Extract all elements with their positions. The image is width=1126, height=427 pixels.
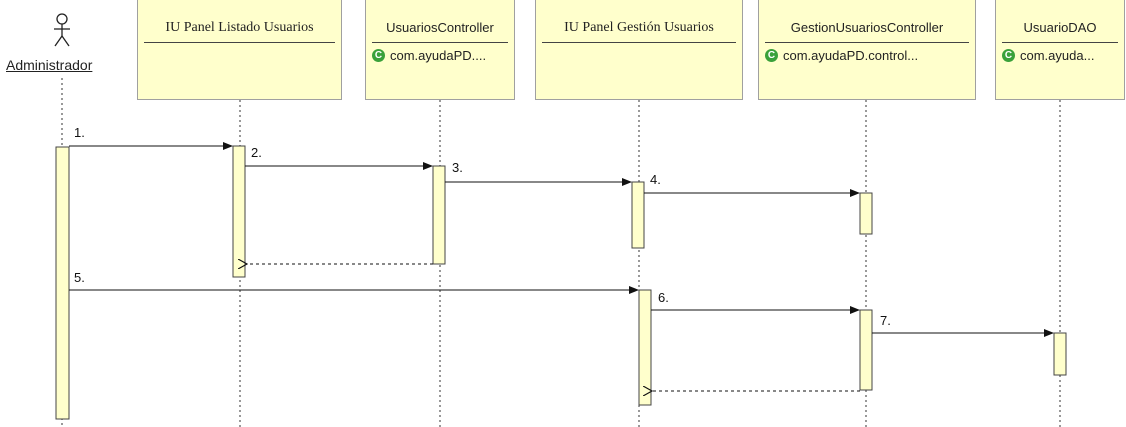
actor-label: Administrador bbox=[5, 57, 94, 73]
class-icon: C bbox=[765, 49, 778, 62]
lifeline-title: IU Panel Listado Usuarios bbox=[165, 20, 314, 35]
head-divider bbox=[542, 42, 736, 43]
activation-bar-usuario-dao bbox=[1053, 332, 1067, 376]
lifeline-head-usuario-dao[interactable]: UsuarioDAO C com.ayuda... bbox=[995, 0, 1125, 100]
activation-bar-iu-panel-gestion-1 bbox=[631, 181, 645, 249]
activation-bar-usuarios-controller bbox=[432, 165, 446, 265]
lifeline-head-usuarios-controller[interactable]: UsuariosController C com.ayudaPD.... bbox=[365, 0, 515, 100]
lifeline-package-label: com.ayuda... bbox=[1020, 48, 1095, 63]
message-label-1: 1. bbox=[74, 125, 85, 140]
actor-icon bbox=[54, 13, 70, 47]
lifeline-head-iu-panel-gestion[interactable]: IU Panel Gestión Usuarios bbox=[535, 0, 743, 100]
activation-bar-iu-panel-gestion-2 bbox=[638, 289, 652, 406]
message-label-7: 7. bbox=[880, 313, 891, 328]
lifeline-package-label: com.ayudaPD.... bbox=[390, 48, 487, 63]
lifeline-package: C com.ayudaPD.... bbox=[372, 48, 510, 63]
class-icon: C bbox=[372, 49, 385, 62]
message-label-6: 6. bbox=[658, 290, 669, 305]
activation-bar-gestion-controller-2 bbox=[859, 309, 873, 391]
lifeline-package: C com.ayuda... bbox=[1002, 48, 1120, 63]
message-label-3: 3. bbox=[452, 160, 463, 175]
head-divider bbox=[1002, 42, 1118, 43]
lifeline-title: GestionUsuariosController bbox=[790, 20, 944, 35]
lifeline-package: C com.ayudaPD.control... bbox=[765, 48, 971, 63]
head-divider bbox=[372, 42, 508, 43]
activation-bar-gestion-controller-1 bbox=[859, 192, 873, 235]
lifeline-title: IU Panel Gestión Usuarios bbox=[564, 20, 714, 35]
lifeline-head-gestion-usuarios-controller[interactable]: GestionUsuariosController C com.ayudaPD.… bbox=[758, 0, 976, 100]
activation-bar-iu-panel-listado bbox=[232, 145, 246, 278]
head-divider bbox=[765, 42, 969, 43]
message-label-4: 4. bbox=[650, 172, 661, 187]
message-label-5: 5. bbox=[74, 270, 85, 285]
activation-bar-administrador bbox=[55, 146, 70, 420]
lifeline-head-iu-panel-listado[interactable]: IU Panel Listado Usuarios bbox=[137, 0, 342, 100]
class-icon: C bbox=[1002, 49, 1015, 62]
message-label-2: 2. bbox=[251, 145, 262, 160]
head-divider bbox=[144, 42, 335, 43]
lifeline-title: UsuariosController bbox=[386, 20, 494, 35]
lifeline-package-label: com.ayudaPD.control... bbox=[783, 48, 919, 63]
lifeline-title: UsuarioDAO bbox=[1023, 20, 1097, 35]
